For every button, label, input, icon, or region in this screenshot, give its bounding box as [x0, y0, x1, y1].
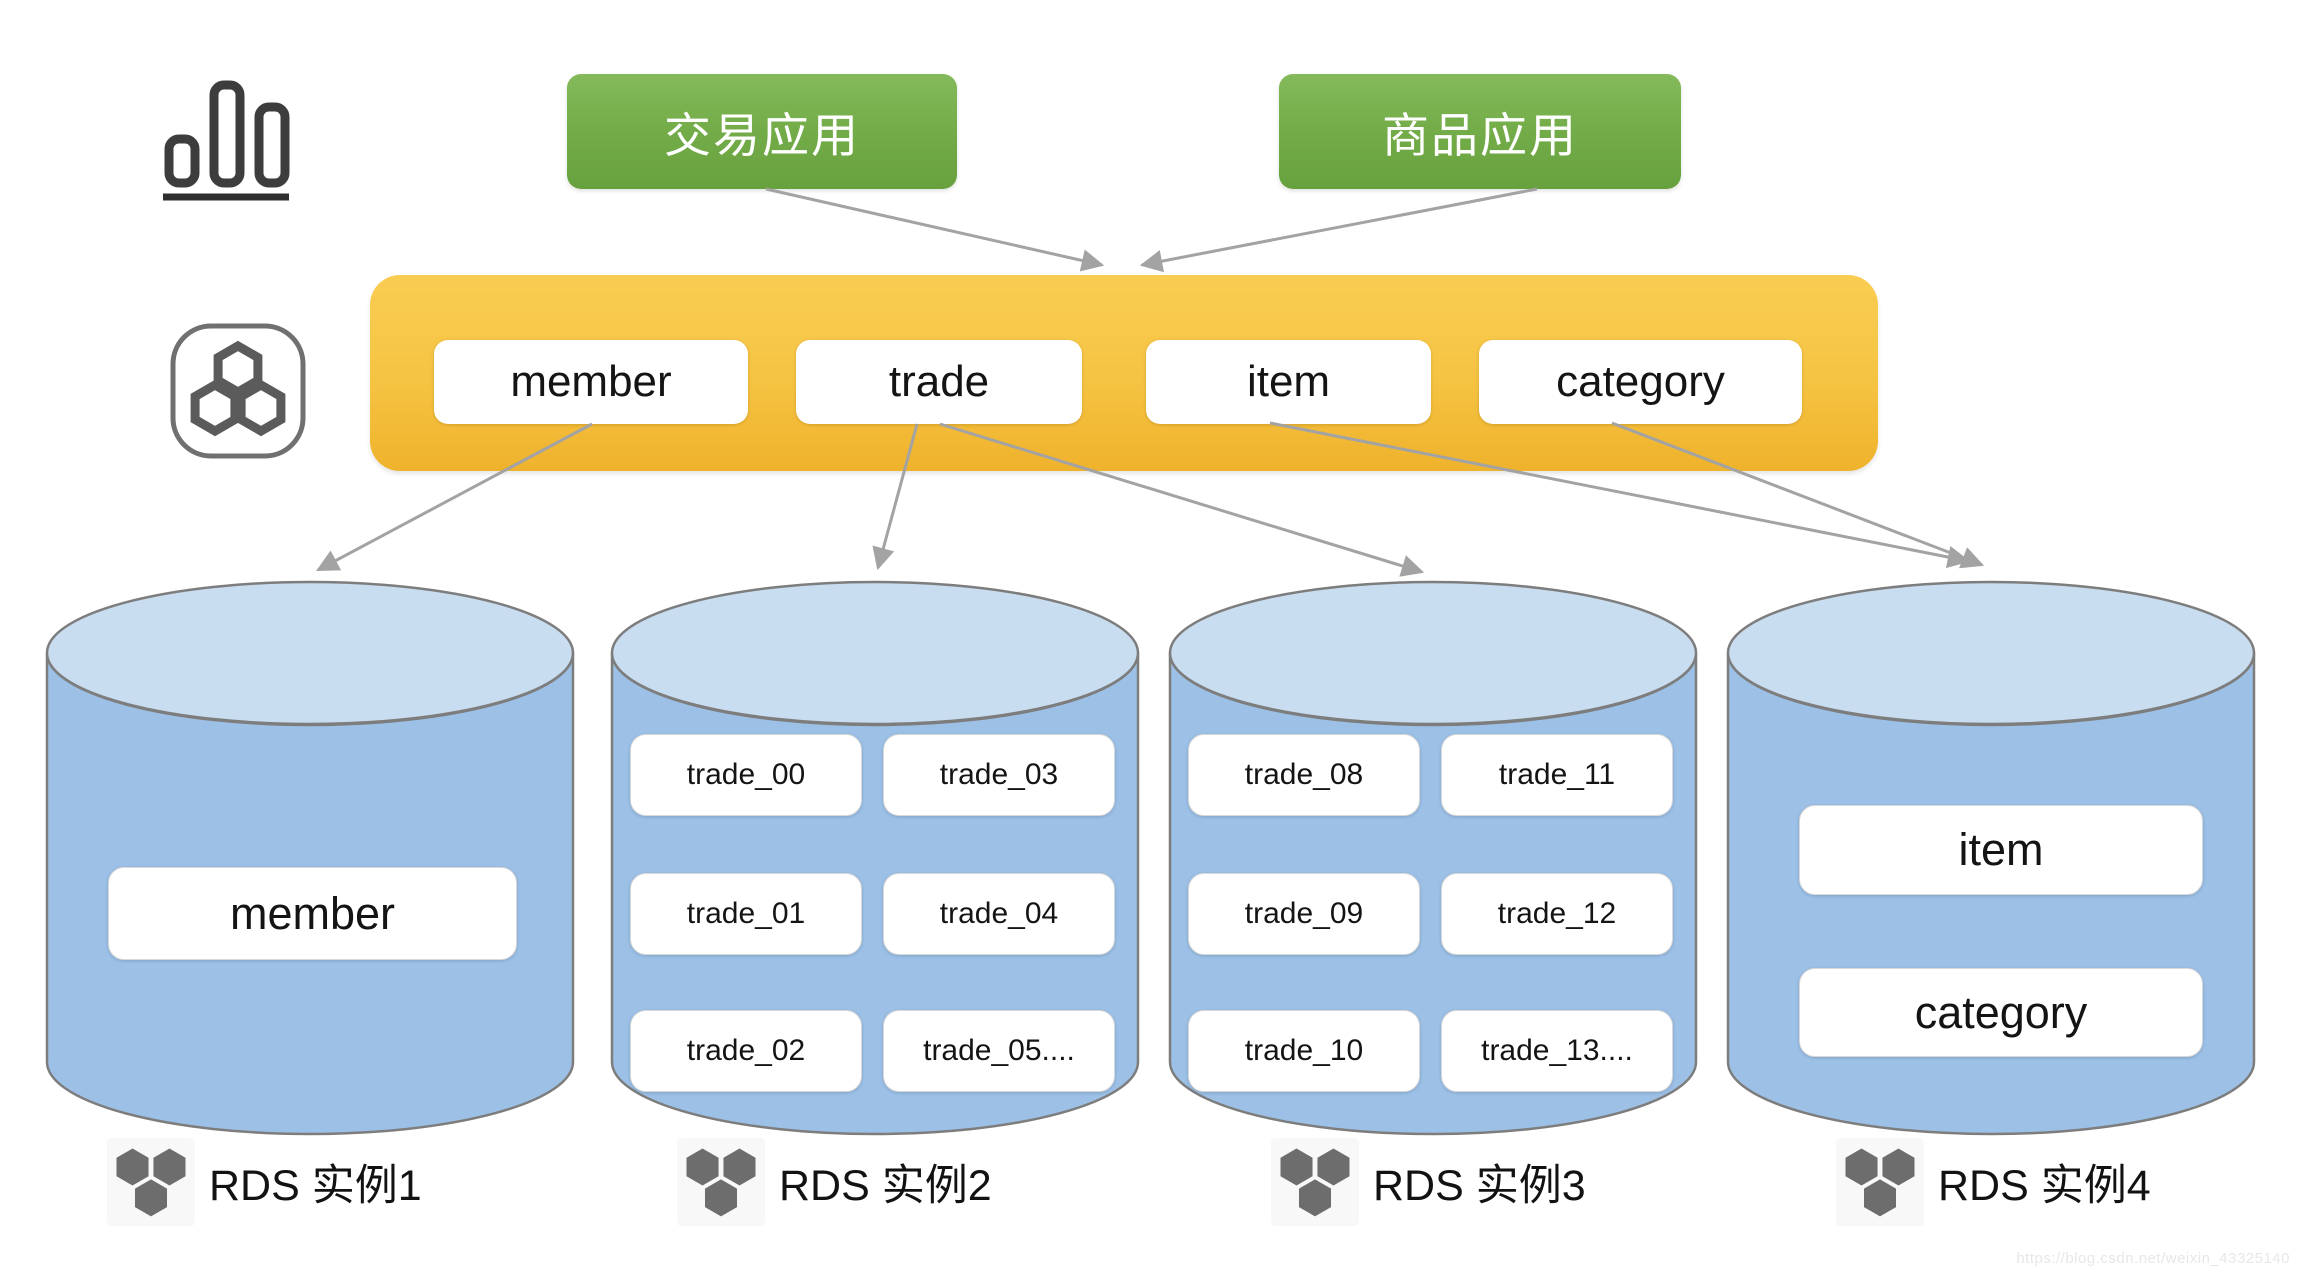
rds3-caption-label: RDS 实例3 — [1373, 1162, 1586, 1210]
hexagon-cluster-icon — [170, 323, 306, 459]
app-node-trade-label: 交易应用 — [664, 109, 860, 162]
rds4-cylinder: item category — [1725, 579, 2257, 1136]
rds4-caption-label: RDS 实例4 — [1938, 1162, 2151, 1210]
rds-hexagon-icon — [1271, 1138, 1359, 1226]
rds1-caption-label: RDS 实例1 — [209, 1162, 422, 1210]
db-box-item: item — [1799, 805, 2203, 895]
db-box-trade04: trade_04 — [883, 873, 1115, 955]
watermark-text: https://blog.csdn.net/weixin_43325140 — [2016, 1250, 2290, 1267]
rds2-caption: RDS 实例2 — [677, 1134, 992, 1230]
database-cylinder-shape — [45, 580, 575, 1136]
rds3-caption: RDS 实例3 — [1271, 1134, 1586, 1230]
db-box-trade09-label: trade_09 — [1244, 897, 1364, 930]
db-box-trade00: trade_00 — [630, 734, 862, 816]
db-box-trade08: trade_08 — [1188, 734, 1420, 816]
db-box-item-label: item — [1958, 824, 2044, 875]
db-box-trade03-label: trade_03 — [939, 758, 1059, 791]
rds2-caption-label: RDS 实例2 — [779, 1162, 992, 1210]
db-box-trade01: trade_01 — [630, 873, 862, 955]
rds1-caption: RDS 实例1 — [107, 1134, 422, 1230]
bar-chart-icon — [163, 80, 290, 201]
middleware-table-category: category — [1479, 340, 1802, 424]
rds-hexagon-icon — [677, 1138, 765, 1226]
db-box-trade02-label: trade_02 — [686, 1034, 806, 1067]
db-box-trade04-label: trade_04 — [939, 897, 1059, 930]
db-box-trade05-label: trade_05.... — [923, 1034, 1075, 1067]
db-box-trade11-label: trade_11 — [1498, 758, 1616, 791]
app-node-item-label: 商品应用 — [1382, 109, 1578, 162]
db-box-member-label: member — [229, 887, 396, 939]
middleware-table-trade: trade — [796, 340, 1082, 424]
db-box-trade13: trade_13.... — [1441, 1010, 1673, 1092]
rds-hexagon-icon — [1836, 1138, 1924, 1226]
middleware-table-member-label: member — [510, 357, 672, 406]
db-box-trade01-label: trade_01 — [686, 897, 806, 930]
db-box-trade12: trade_12 — [1441, 873, 1673, 955]
middleware-table-item: item — [1146, 340, 1431, 424]
app-node-trade: 交易应用 — [567, 74, 957, 189]
middleware-table-member: member — [434, 340, 748, 424]
db-box-category-label: category — [1914, 986, 2088, 1038]
rds3-cylinder: trade_08 trade_11 trade_09 trade_12 trad… — [1167, 579, 1699, 1136]
arrow-app1-to-middleware — [765, 187, 1105, 272]
db-box-category: category — [1799, 968, 2203, 1057]
db-box-trade02: trade_02 — [630, 1010, 862, 1092]
db-box-trade10-label: trade_10 — [1244, 1034, 1364, 1067]
middleware-table-trade-label: trade — [888, 357, 990, 406]
app-node-item: 商品应用 — [1279, 74, 1681, 189]
middleware-table-item-label: item — [1246, 357, 1331, 406]
db-box-trade10: trade_10 — [1188, 1010, 1420, 1092]
middleware-bar: member trade item category — [370, 275, 1878, 471]
db-box-member: member — [108, 867, 517, 960]
rds1-cylinder: member — [44, 579, 576, 1136]
db-box-trade11: trade_11 — [1441, 734, 1673, 816]
arrow-app2-to-middleware — [1139, 187, 1538, 273]
db-box-trade05: trade_05.... — [883, 1010, 1115, 1092]
rds-hexagon-icon — [107, 1138, 195, 1226]
db-box-trade09: trade_09 — [1188, 873, 1420, 955]
db-box-trade08-label: trade_08 — [1244, 758, 1364, 791]
db-box-trade13-label: trade_13.... — [1481, 1034, 1633, 1067]
rds4-caption: RDS 实例4 — [1836, 1134, 2151, 1230]
db-box-trade03: trade_03 — [883, 734, 1115, 816]
middleware-table-category-label: category — [1556, 357, 1725, 406]
db-box-trade00-label: trade_00 — [686, 758, 806, 791]
db-box-trade12-label: trade_12 — [1497, 897, 1617, 930]
rds2-cylinder: trade_00 trade_03 trade_01 trade_04 trad… — [609, 579, 1141, 1136]
